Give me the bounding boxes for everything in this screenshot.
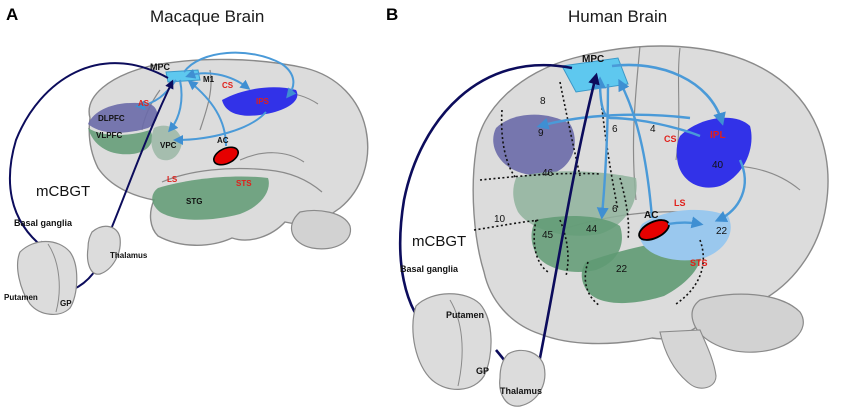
macaque-vpc-label: VPC — [160, 141, 177, 150]
macaque-mpc-parietal-arrow — [185, 69, 251, 90]
human-area-9: 9 — [538, 128, 544, 139]
macaque-vlpfc-region — [88, 128, 153, 155]
macaque-ips-label: IPS — [256, 97, 270, 106]
macaque-mpc-vpc-arrow — [168, 79, 183, 133]
macaque-putamen-label: Putamen — [4, 293, 38, 302]
human-area-10: 10 — [494, 214, 506, 225]
human-area-46: 46 — [542, 168, 554, 179]
macaque-m1-label: M1 — [203, 75, 215, 84]
macaque-sts-label: STS — [236, 179, 252, 188]
panel-b-title: Human Brain — [568, 7, 667, 26]
macaque-putamen-shape — [17, 240, 78, 315]
macaque-vlpfc-label: VLPFC — [96, 131, 122, 140]
macaque-basal-ganglia-label: Basal ganglia — [14, 218, 73, 228]
macaque-mpc-region — [165, 69, 201, 83]
macaque-sts-line — [239, 152, 305, 163]
human-brainstem — [659, 329, 717, 389]
macaque-cs-label: CS — [222, 81, 234, 90]
macaque-gp-label: GP — [60, 299, 72, 308]
macaque-ac-label: AC — [217, 136, 229, 145]
macaque-mpc-ips-arrow — [183, 51, 297, 99]
human-ipl-auditory-arrow — [714, 159, 746, 222]
macaque-ls-label: LS — [167, 175, 178, 184]
panel-a-letter: A — [6, 5, 18, 24]
macaque-vpc-region — [151, 125, 182, 161]
macaque-ac-mpc-arrow — [187, 80, 227, 147]
human-area-6-upper: 6 — [612, 124, 618, 135]
human-area-22-left: 22 — [616, 264, 628, 275]
human-basal-ganglia-label: Basal ganglia — [400, 264, 459, 274]
panel-a: A Macaque Brain — [4, 5, 369, 315]
human-ls-label: LS — [674, 198, 686, 208]
human-thalamus-shape — [499, 349, 546, 407]
macaque-ips-region — [222, 87, 298, 116]
macaque-dlpfc-label: DLPFC — [98, 114, 125, 123]
human-area-4: 4 — [650, 124, 656, 135]
macaque-stg-label: STG — [186, 197, 202, 206]
human-ac-mpc-arrow — [618, 78, 654, 219]
macaque-ac-region — [212, 146, 240, 166]
human-sts-label: STS — [690, 258, 708, 268]
human-area9-region — [493, 114, 575, 176]
human-area-40: 40 — [712, 160, 724, 171]
macaque-mcbgt-label: mCBGT — [36, 183, 90, 200]
human-mpc-label: MPC — [582, 54, 604, 65]
macaque-gp-divider — [47, 243, 60, 313]
human-putamen-shape — [412, 293, 492, 390]
human-thalamus-mpc-arrow — [534, 72, 600, 379]
panel-b: B Human Brain — [386, 5, 829, 407]
human-area-6-lower: 6 — [612, 204, 618, 215]
macaque-thalamus-shape — [86, 225, 121, 275]
human-putamen-label: Putamen — [446, 310, 484, 320]
human-ac-22-arrow — [667, 216, 704, 229]
macaque-mpc-dlpfc-arrow — [135, 79, 177, 111]
macaque-as-label: AS — [138, 99, 150, 108]
human-mpc-ipl-arrow — [611, 63, 726, 126]
macaque-cerebellum — [290, 209, 352, 250]
human-mcbgt-loop-arrow — [398, 63, 573, 337]
human-mpc-vpc-arrow — [596, 83, 610, 220]
human-cs-label: CS — [664, 134, 677, 144]
human-ipl-prefrontal-arrow — [594, 76, 701, 138]
human-mcbgt-label: mCBGT — [412, 233, 466, 250]
human-area-45: 45 — [542, 230, 554, 241]
human-area-22-right: 22 — [716, 226, 728, 237]
human-gp-label: GP — [476, 366, 489, 376]
human-area-44: 44 — [586, 224, 598, 235]
macaque-stg-region — [152, 176, 269, 220]
macaque-dlpfc-region — [88, 102, 158, 133]
human-cerebellum — [691, 293, 804, 353]
panel-a-title: Macaque Brain — [150, 7, 264, 26]
human-parietal-area9-arrow — [536, 113, 691, 130]
macaque-mcbgt-loop-arrow — [8, 62, 169, 250]
macaque-mpc-label: MPC — [150, 62, 171, 72]
human-area-8: 8 — [540, 96, 546, 107]
human-ipl-label: IPL — [710, 130, 726, 141]
macaque-thalamus-label: Thalamus — [110, 251, 148, 260]
human-ac-label: AC — [644, 210, 658, 221]
human-thalamus-label: Thalamus — [500, 386, 542, 396]
panel-b-letter: B — [386, 5, 398, 24]
macaque-ips-vpc-arrow — [173, 111, 267, 145]
macaque-lateral-sulcus — [161, 167, 323, 193]
human-gp-divider — [449, 299, 463, 387]
